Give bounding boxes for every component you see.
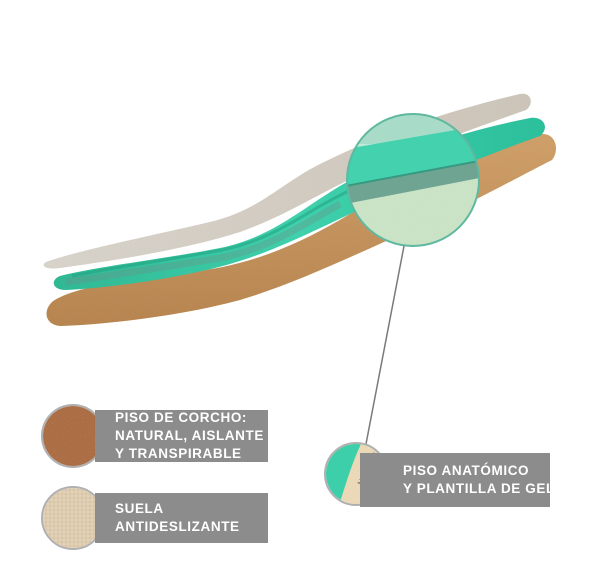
cork-feature-label: PISO DE CORCHO: NATURAL, AISLANTE Y TRAN… xyxy=(95,410,268,462)
gel-label-line-1: PISO ANATÓMICO xyxy=(403,463,530,478)
pointer-line xyxy=(365,245,405,445)
cork-label-line-2: NATURAL, AISLANTE xyxy=(115,428,264,443)
sole-label-line-2: ANTIDESLIZANTE xyxy=(115,519,240,534)
gel-feature-label: PISO ANATÓMICO Y PLANTILLA DE GEL xyxy=(360,453,555,507)
cork-label-line-3: Y TRANSPIRABLE xyxy=(115,446,242,461)
gel-label-line-2: Y PLANTILLA DE GEL xyxy=(403,481,555,496)
sole-swatch-icon xyxy=(41,486,105,550)
sole-label-line-1: SUELA xyxy=(115,501,164,516)
sole-feature-label: SUELA ANTIDESLIZANTE xyxy=(95,493,268,543)
cork-label-line-1: PISO DE CORCHO: xyxy=(115,410,248,425)
gel-swatch-icon: NARO EX FA xyxy=(324,442,388,506)
cork-swatch-icon xyxy=(41,404,105,468)
